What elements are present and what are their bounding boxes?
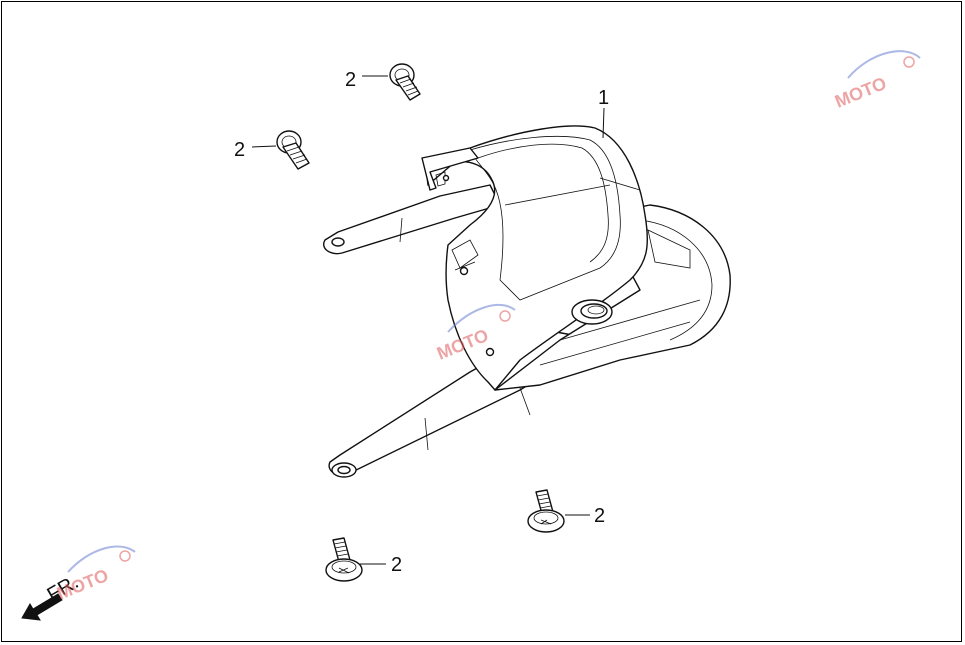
part-2-bolt-lower-right xyxy=(527,489,565,533)
arrow-left-icon xyxy=(21,593,63,621)
callout-2-lower-right: 2 xyxy=(594,505,605,527)
watermark-logo-top-right: MOTO xyxy=(832,50,921,112)
callout-2-top: 2 xyxy=(345,69,356,91)
part-1-rear-fender xyxy=(323,125,731,478)
leader-lines xyxy=(251,75,605,565)
callout-1: 1 xyxy=(598,87,609,109)
svg-text:MOTO: MOTO xyxy=(832,73,889,112)
callout-2-lower-center: 2 xyxy=(391,554,402,576)
part-2-bolt-lower-center xyxy=(325,537,363,582)
part-2-bolt-top xyxy=(389,63,421,101)
callout-2-upper-left: 2 xyxy=(234,139,245,161)
part-2-bolt-upper-left xyxy=(276,130,310,170)
svg-text:MOTO: MOTO xyxy=(54,565,111,604)
